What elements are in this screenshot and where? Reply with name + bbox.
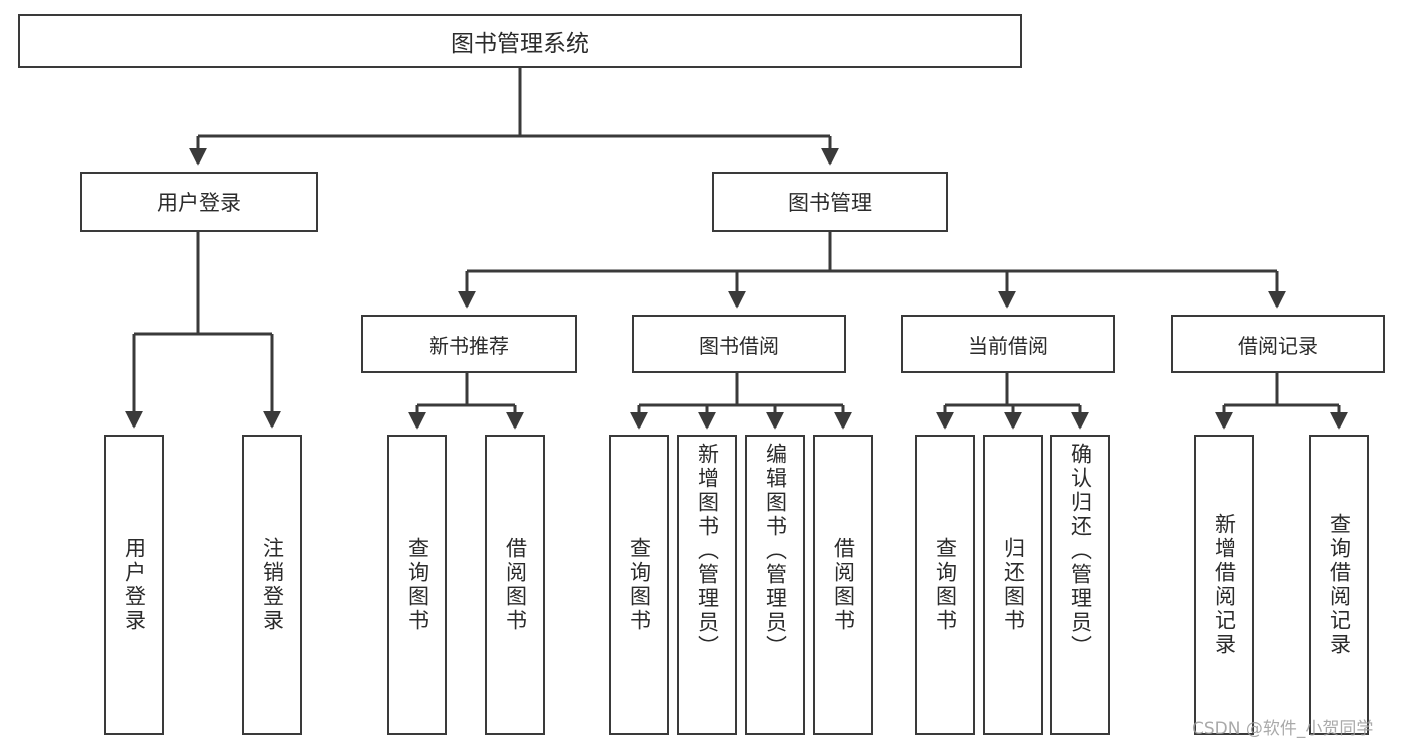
leaf-book-borrow-query[interactable]: 查询图书 [609, 435, 669, 735]
node-book-manage[interactable]: 图书管理 [712, 172, 948, 232]
watermark-text: CSDN @软件_小贺同学 [1192, 719, 1374, 739]
leaf-current-borrow-confirm-return[interactable]: 确认归还（管理员） [1050, 435, 1110, 735]
node-borrow-record[interactable]: 借阅记录 [1171, 315, 1385, 373]
leaf-new-book-query[interactable]: 查询图书 [387, 435, 447, 735]
node-user-login[interactable]: 用户登录 [80, 172, 318, 232]
leaf-book-borrow-add[interactable]: 新增图书（管理员） [677, 435, 737, 735]
node-root[interactable]: 图书管理系统 [18, 14, 1022, 68]
leaf-borrow-record-query[interactable]: 查询借阅记录 [1309, 435, 1369, 735]
leaf-current-borrow-return[interactable]: 归还图书 [983, 435, 1043, 735]
node-book-borrow[interactable]: 图书借阅 [632, 315, 846, 373]
leaf-current-borrow-query[interactable]: 查询图书 [915, 435, 975, 735]
leaf-book-borrow-lend[interactable]: 借阅图书 [813, 435, 873, 735]
leaf-new-book-borrow[interactable]: 借阅图书 [485, 435, 545, 735]
leaf-borrow-record-add[interactable]: 新增借阅记录 [1194, 435, 1254, 735]
leaf-book-borrow-edit[interactable]: 编辑图书（管理员） [745, 435, 805, 735]
leaf-user-login-signout[interactable]: 注销登录 [242, 435, 302, 735]
node-new-book-recommend[interactable]: 新书推荐 [361, 315, 577, 373]
leaf-user-login-signin[interactable]: 用户登录 [104, 435, 164, 735]
node-current-borrow[interactable]: 当前借阅 [901, 315, 1115, 373]
